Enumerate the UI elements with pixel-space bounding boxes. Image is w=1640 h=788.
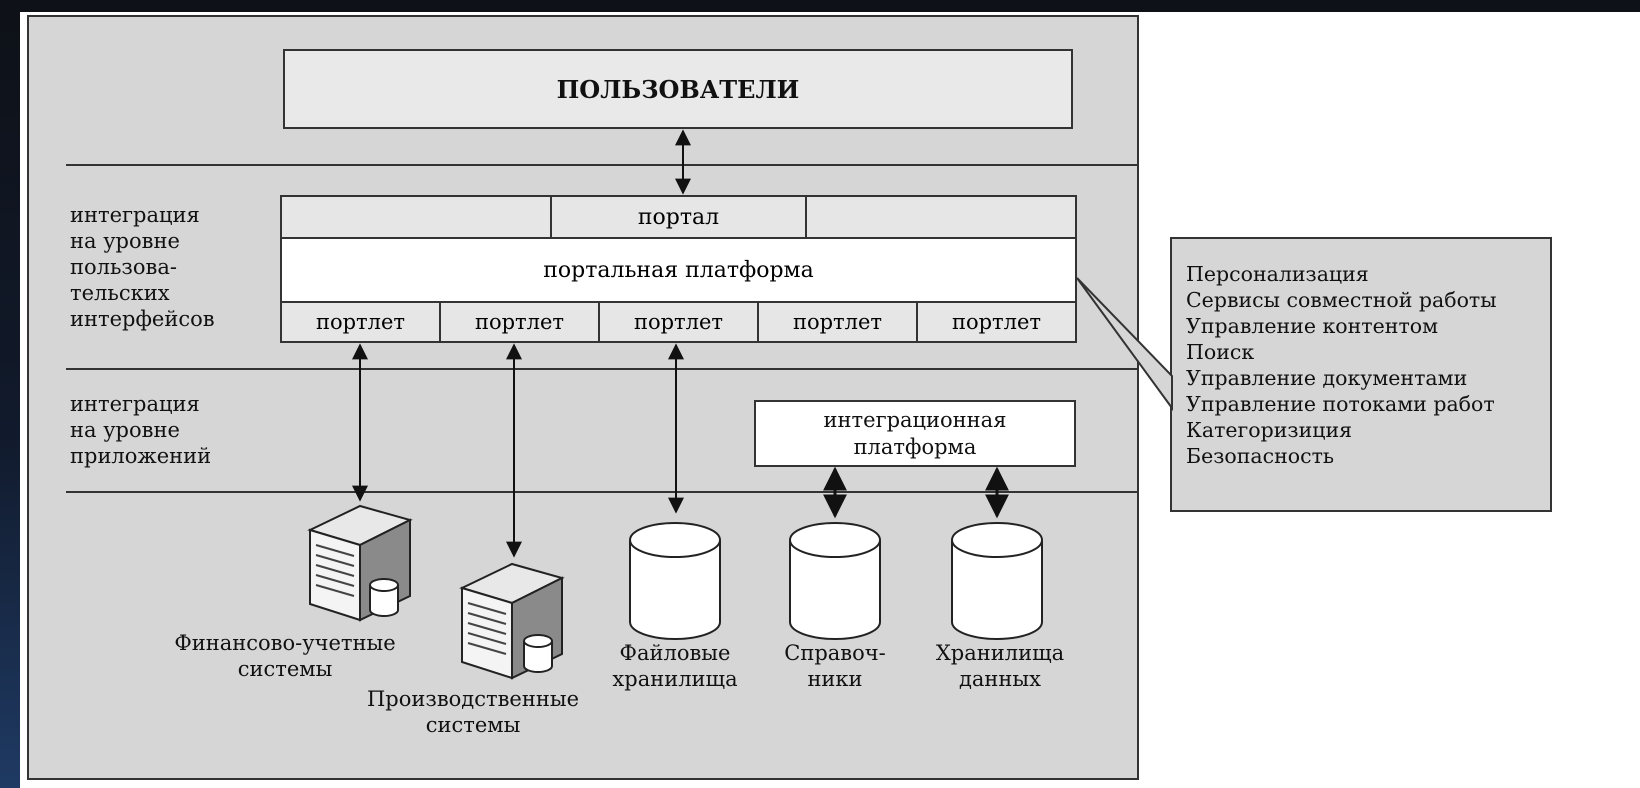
portlet-1: портлет [282,303,441,341]
database-icon-files [629,522,721,640]
feature-item: Категоризиция [1186,418,1353,442]
feature-item: Управление потоками работ [1186,392,1495,416]
portlet-4: портлет [759,303,918,341]
divider-top [66,164,1139,166]
portlet-3: портлет [600,303,759,341]
left-frame [0,0,20,788]
portlet-2: портлет [441,303,600,341]
feature-item: Безопасность [1186,444,1335,468]
portlet-row: портлет портлет портлет портлет портлет [282,301,1075,341]
caption-directories: Справоч- ники [784,641,886,691]
features-list: Персонализация Сервисы совместной работы… [1186,261,1497,469]
portal-cell: портал [552,197,807,237]
server-icon-finance [307,504,413,622]
caption-files: Файловые хранилища [612,641,738,691]
portal-platform: портальная платформа [282,239,1075,301]
caption-finance: Финансово-учетные системы [174,631,396,681]
feature-item: Управление контентом [1186,314,1439,338]
app-integration-label: интеграция на уровне приложений [70,392,212,468]
feature-item: Сервисы совместной работы [1186,288,1497,312]
top-frame [0,0,1640,12]
integration-platform: интеграционная платформа [754,400,1076,467]
diagram-canvas [27,15,1139,780]
database-icon-directories [789,522,881,640]
database-icon-warehouses [951,522,1043,640]
portlet-5: портлет [951,310,1042,334]
feature-item: Поиск [1186,340,1255,364]
divider-bottom [66,491,1139,493]
features-callout: Персонализация Сервисы совместной работы… [1170,237,1552,512]
caption-production: Производственные системы [366,687,579,737]
users-box: ПОЛЬЗОВАТЕЛИ [283,49,1073,129]
callout-pointer [1076,277,1173,412]
portal-block: портал портальная платформа портлет порт… [280,195,1077,343]
portal-row: портал [282,197,1075,239]
portal-cell-left [282,197,552,237]
server-icon-production [459,562,565,680]
caption-warehouses: Хранилища данных [935,641,1065,691]
feature-item: Персонализация [1186,262,1369,286]
divider-middle [66,368,1139,370]
feature-item: Управление документами [1186,366,1468,390]
ui-integration-label: интеграция на уровне пользова- тельских … [70,203,215,331]
